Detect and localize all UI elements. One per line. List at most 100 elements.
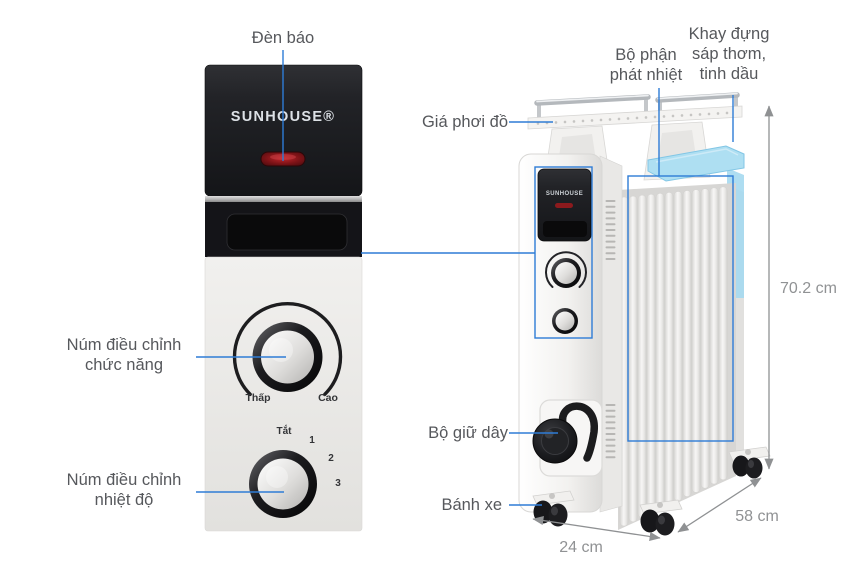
label-scent-tray-line3: tinh dầu <box>699 65 759 83</box>
heater-fin <box>718 186 728 481</box>
heater-fin <box>637 194 647 518</box>
beam-hole <box>662 115 666 118</box>
vent-slot <box>605 200 616 202</box>
thermostat-level1-label: 1 <box>309 435 315 446</box>
vent-slot <box>605 415 616 418</box>
caster-front-right <box>639 499 683 536</box>
vent-slot <box>605 246 616 249</box>
vent-slot <box>605 409 616 412</box>
label-drying-rack: Giá phơi đồ <box>421 113 508 131</box>
vent-slot <box>605 421 616 424</box>
side-vents <box>605 200 616 459</box>
vent-slot <box>605 252 616 255</box>
beam-hole <box>617 117 621 121</box>
label-function-knob-line2: chức năng <box>84 356 163 374</box>
beam-hole <box>725 111 729 115</box>
beam-hole <box>689 113 693 117</box>
vent-slot <box>605 258 616 260</box>
beam-hole <box>581 119 585 123</box>
beam-hole <box>716 112 720 115</box>
vent-slot <box>605 444 616 447</box>
heater-fin <box>700 188 710 489</box>
heater-fin <box>709 187 719 485</box>
callout-lines <box>196 50 734 506</box>
label-indicator-light: Đèn báo <box>251 29 315 47</box>
heater-indicator-light <box>555 203 573 208</box>
closeup-panel: SUNHOUSE® Thấp Cao <box>204 64 363 532</box>
label-thermostat-knob: Núm điều chỉnh nhiệt độ <box>40 470 208 510</box>
vent-slot <box>605 404 616 406</box>
beam-hole <box>590 119 594 122</box>
function-knob-high-label: Cao <box>318 392 338 404</box>
beam-hole <box>536 122 540 125</box>
vent-slot <box>605 240 616 243</box>
rack-beam-holes <box>536 111 729 125</box>
beam-hole <box>563 120 567 124</box>
vent-slot <box>605 438 616 441</box>
scent-tray <box>647 145 745 182</box>
label-scent-tray-line1: Khay đựng <box>688 25 770 43</box>
beam-hole <box>653 115 657 119</box>
dimension-height: 70.2 cm <box>780 280 837 297</box>
label-function-knob-line1: Núm điều chỉnh <box>66 336 182 354</box>
cord-holder <box>532 399 603 477</box>
rack-rod-left <box>534 94 651 106</box>
beam-hole <box>599 118 603 122</box>
vent-slot <box>605 229 616 231</box>
dimension-arrows <box>532 105 774 541</box>
beam-hole <box>671 114 675 118</box>
dimension-depth: 58 cm <box>735 508 779 525</box>
width-dimension-arrow <box>532 516 661 541</box>
thermostat-off-label: Tắt <box>277 424 293 437</box>
vent-slot <box>605 450 616 453</box>
thermostat-knob: Tắt 1 2 3 <box>249 424 341 518</box>
function-knob-low-label: Thấp <box>245 392 270 404</box>
dimension-width: 24 cm <box>559 539 603 556</box>
label-heating-element-line2: phát nhiệt <box>609 66 683 84</box>
vent-slot <box>605 217 616 220</box>
rack-beam <box>527 105 743 130</box>
heater-control-panel: SUNHOUSE <box>537 168 592 242</box>
beam-hole <box>626 117 630 120</box>
label-heating-element-line1: Bộ phận <box>615 46 677 64</box>
beam-hole <box>707 112 711 116</box>
label-scent-tray: Khay đựng sáp thơm, tinh dầu <box>669 24 789 84</box>
label-function-knob: Núm điều chỉnh chức năng <box>40 335 208 375</box>
heater-fin <box>628 195 638 523</box>
heater-thermostat-knob <box>552 308 578 334</box>
heater-brand-logo: SUNHOUSE <box>546 191 583 197</box>
vent-slot <box>605 211 616 214</box>
highlight-box-control-panel <box>534 166 593 339</box>
column-side-face <box>599 155 623 513</box>
vent-slot <box>605 223 616 226</box>
beam-hole <box>680 114 684 117</box>
beam-hole <box>608 118 612 121</box>
depth-dimension-arrow <box>677 477 762 533</box>
beam-hole <box>644 116 648 119</box>
thermostat-level3-label: 3 <box>335 478 341 489</box>
vent-slot <box>605 433 616 435</box>
beam-hole <box>635 116 639 120</box>
beam-hole <box>554 121 558 124</box>
highlight-box-heating-fins <box>627 175 734 442</box>
label-scent-tray-line2: sáp thơm, <box>691 45 767 63</box>
handle-recess <box>226 213 348 251</box>
label-cord-holder: Bộ giữ dây <box>428 424 508 442</box>
heater-fin <box>646 194 656 514</box>
power-cord <box>559 402 598 462</box>
label-wheels: Bánh xe <box>441 496 502 514</box>
vent-slot <box>605 205 616 208</box>
label-heating-element: Bộ phận phát nhiệt <box>587 45 705 85</box>
beam-hole <box>698 113 702 116</box>
label-thermostat-knob-line1: Núm điều chỉnh <box>66 471 182 489</box>
vent-slot <box>605 456 616 459</box>
function-knob: Thấp Cao <box>232 301 343 404</box>
thermostat-level2-label: 2 <box>328 453 334 464</box>
vent-slot <box>605 427 616 430</box>
heater-fin <box>655 193 665 510</box>
heater-fin <box>691 189 701 493</box>
vent-slot <box>605 234 616 237</box>
heater-fin <box>682 190 692 497</box>
closeup-silver-strip <box>205 196 362 202</box>
